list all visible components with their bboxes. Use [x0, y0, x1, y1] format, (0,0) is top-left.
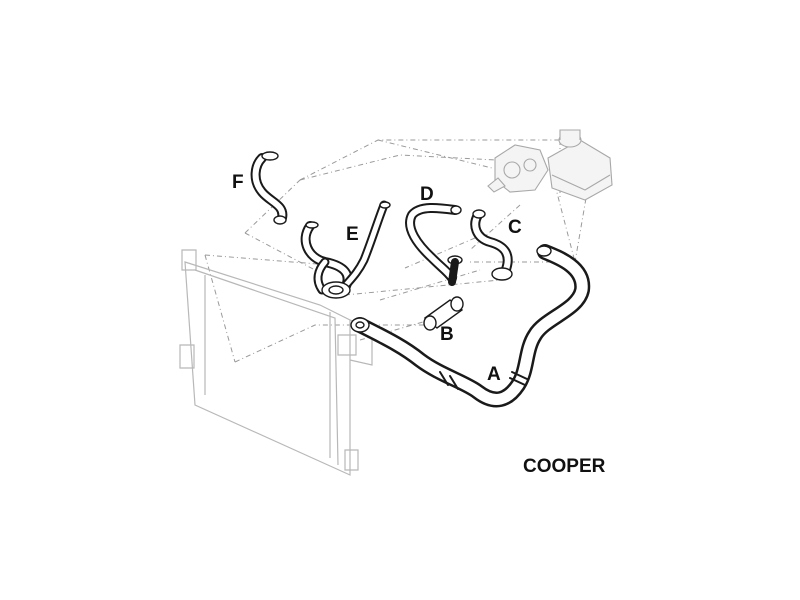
hose-a: [350, 244, 591, 408]
label-f: F: [232, 172, 244, 193]
hose-f: [250, 151, 288, 225]
leader-lines: [204, 139, 591, 363]
thermostat-housing: [487, 144, 549, 193]
hose-c: [470, 209, 513, 281]
label-e: E: [346, 224, 359, 245]
expansion-tank: [547, 129, 613, 201]
hose-b: [423, 296, 464, 331]
label-b: B: [440, 324, 454, 345]
hose-e: [300, 200, 391, 299]
hose-d: [405, 203, 463, 286]
model-label: COOPER: [523, 456, 606, 477]
label-a: A: [487, 364, 501, 385]
label-d: D: [420, 184, 434, 205]
radiator: [179, 249, 373, 476]
label-c: C: [508, 217, 522, 238]
